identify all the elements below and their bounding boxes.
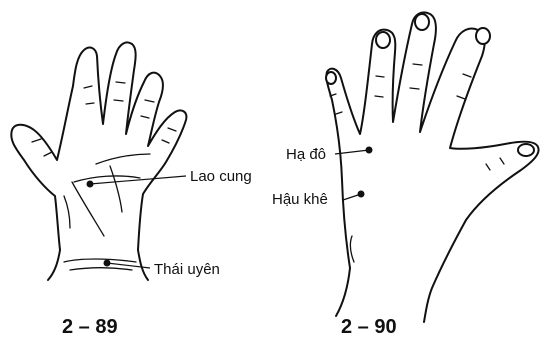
finger-crease [162,128,176,143]
back-wrist-edge [336,268,350,316]
knuckle-crease [457,74,471,99]
nail [376,32,390,48]
finger-crease [114,82,125,101]
thai-uyen-leader [107,263,150,268]
heart-line [96,154,150,164]
back-hand-figure: Hạ đô Hậu khê 2 – 90 [272,12,539,338]
palm-figure: Lao cung Thái uyên 2 – 89 [11,42,251,338]
palm-crease [64,196,70,228]
left-wrist-edge [48,250,60,280]
back-hand-outline [326,12,538,322]
figure-number-right: 2 – 90 [341,316,397,338]
nail [326,72,336,84]
wrist-crease [64,259,136,262]
hau-khe-label: Hậu khê [272,191,328,208]
thai-uyen-label: Thái uyên [154,261,220,278]
lao-cung-label: Lao cung [190,168,252,185]
life-line [72,182,104,236]
finger-crease [84,86,94,104]
knuckle-crease [375,76,384,97]
palm-crease [110,166,122,212]
finger-crease [141,100,154,118]
hau-khe-leader [343,194,361,200]
palm-outline [11,42,186,250]
right-wrist-edge [138,250,148,280]
knuckle-crease [410,64,422,89]
nail [415,14,429,30]
nail [476,28,490,44]
ha-do-label: Hạ đô [286,146,326,163]
nail [518,144,534,156]
figure-number-left: 2 – 89 [62,316,118,338]
knuckle-crease [486,158,504,170]
back-wrist-crease [350,236,354,262]
wrist-crease-lower [70,268,132,270]
